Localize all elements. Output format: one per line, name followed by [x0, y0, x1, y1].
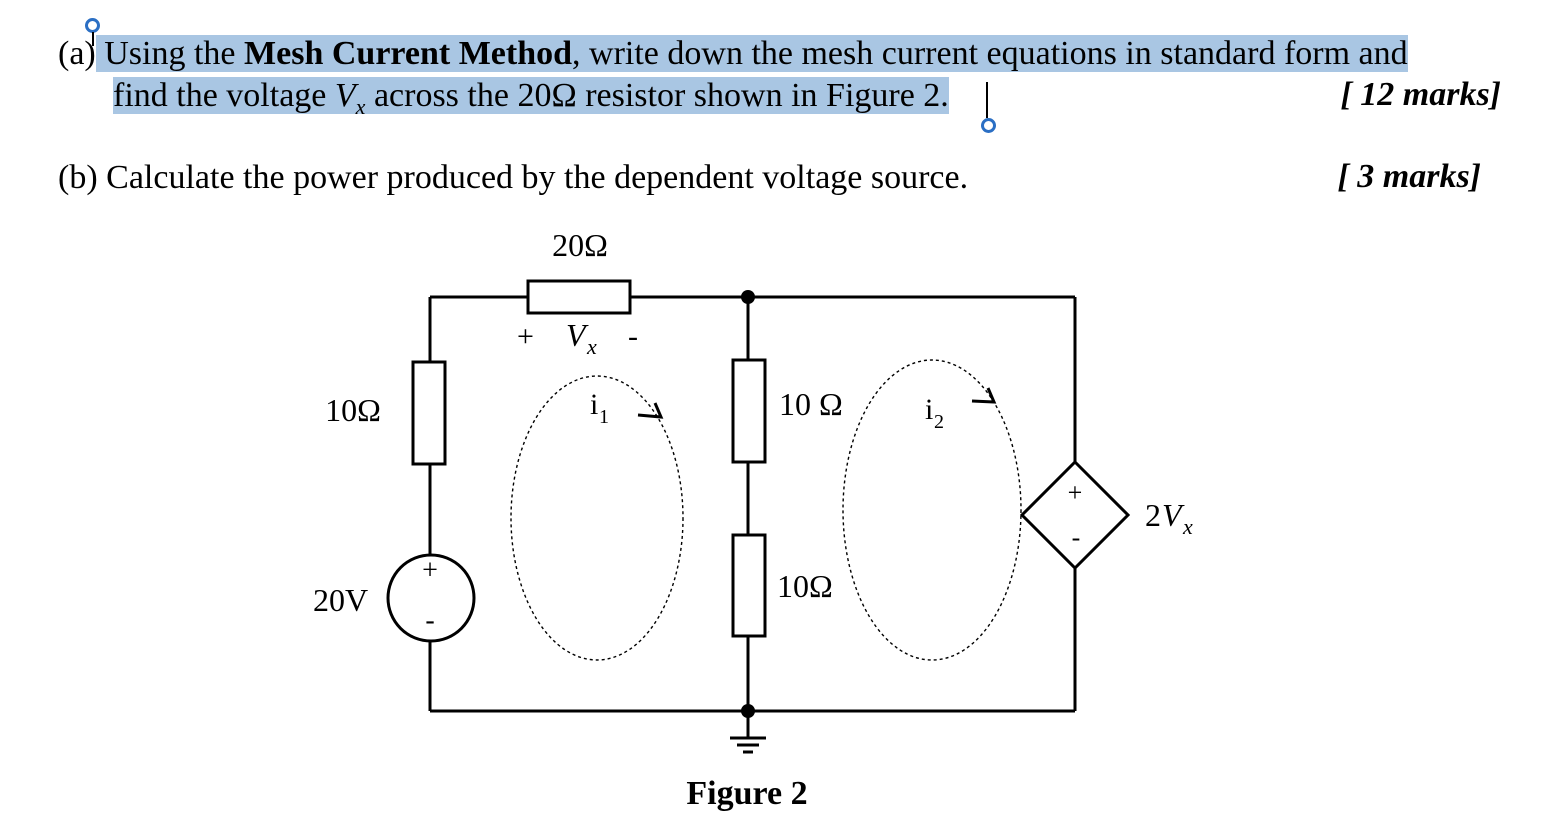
dep-source-coef: 2	[1145, 497, 1161, 533]
dep-source-plus: +	[1068, 478, 1083, 507]
part-a-text-2a: find the voltage	[113, 77, 335, 114]
label-r-top: 20Ω	[552, 227, 608, 263]
part-b-line: (b) Calculate the power produced by the …	[58, 158, 968, 198]
node-top	[741, 290, 755, 304]
dep-source-var: V	[1162, 497, 1185, 533]
mesh-2-label: i	[925, 393, 933, 426]
part-a-text-1: , write down the mesh current equations …	[572, 35, 1408, 72]
label-source: 20V	[313, 582, 368, 618]
resistor-20-ohm	[526, 279, 632, 315]
part-a-line-1: (a) Using the Mesh Current Method, write…	[58, 34, 1408, 74]
part-b-label: (b)	[58, 159, 98, 196]
resistor-10-ohm-mid-top	[731, 358, 767, 464]
selected-text-line-2[interactable]: find the voltage Vx across the 20Ω resis…	[113, 77, 949, 119]
part-a-line-2: find the voltage Vx across the 20Ω resis…	[113, 76, 949, 127]
part-b-text: Calculate the power produced by the depe…	[106, 159, 969, 196]
mesh-1-label-sub: 1	[599, 406, 609, 428]
part-a-text-2b: across the 20Ω resistor shown in Figure …	[365, 77, 949, 114]
selection-end-caret	[986, 82, 988, 118]
dependent-voltage-source	[1019, 459, 1131, 571]
vx-plus: +	[517, 320, 534, 353]
label-r-mid-top: 10 Ω	[779, 386, 843, 422]
wires	[428, 295, 1077, 738]
label-r-mid-bottom: 10Ω	[777, 568, 833, 604]
part-a-method: Mesh Current Method	[244, 35, 573, 72]
vx-label-sub: x	[586, 334, 597, 359]
mesh-loop-1	[510, 375, 684, 661]
part-b-marks: [ 3 marks]	[1337, 158, 1481, 195]
node-bottom	[741, 704, 755, 718]
mesh-2-arrow-icon	[971, 387, 997, 404]
source-plus: +	[422, 555, 438, 586]
part-a-vx-sub: x	[355, 93, 366, 119]
vx-label: V	[566, 317, 589, 353]
resistor-10-ohm-left	[411, 360, 447, 466]
part-a-intro: Using the	[104, 35, 245, 72]
mesh-1-label: i	[590, 388, 598, 421]
figure-caption: Figure 2	[686, 775, 807, 812]
vx-minus: -	[628, 320, 638, 353]
selection-start-stem	[92, 32, 94, 46]
voltage-source-20v	[386, 553, 476, 643]
selected-text-line-1[interactable]: Using the Mesh Current Method, write dow…	[95, 35, 1408, 72]
source-minus: -	[425, 605, 434, 636]
selection-end-handle[interactable]	[981, 118, 996, 133]
resistor-10-ohm-mid-bottom	[731, 533, 767, 638]
selection-start-handle[interactable]	[85, 18, 100, 33]
part-a-marks: [ 12 marks]	[1340, 76, 1501, 113]
dep-source-sub: x	[1182, 514, 1193, 539]
ground-icon	[730, 736, 766, 754]
part-a-vx: V	[334, 77, 356, 114]
dep-source-minus: -	[1072, 523, 1081, 552]
mesh-2-label-sub: 2	[934, 411, 944, 433]
mesh-loop-2	[842, 359, 1022, 661]
part-a-label: (a)	[58, 35, 96, 72]
label-r-left: 10Ω	[325, 392, 381, 428]
mesh-1-arrow-icon	[637, 402, 664, 419]
